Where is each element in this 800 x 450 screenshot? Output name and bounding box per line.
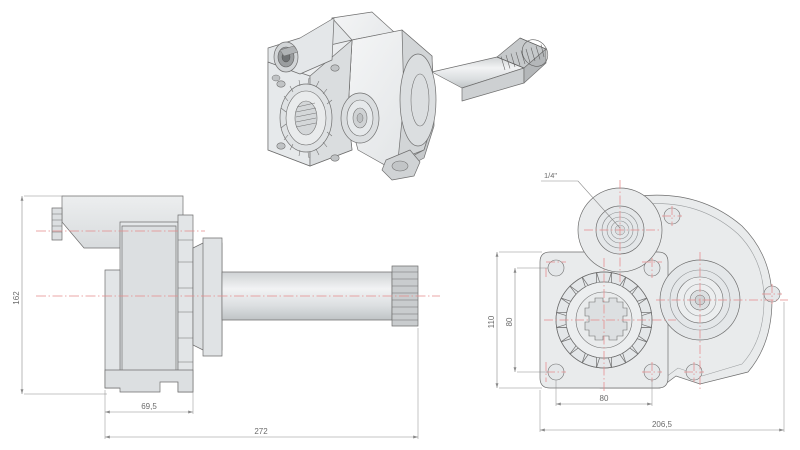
side-view-dimensions	[20, 195, 419, 439]
dim-side-total-length: 272	[254, 427, 268, 436]
iso-mounting-flange	[267, 39, 380, 167]
front-centerlines	[544, 180, 788, 392]
isometric-3d-view	[267, 11, 549, 181]
front-view-dimensions	[495, 251, 785, 432]
side-bottom-foot	[104, 369, 194, 393]
side-rear-flange	[177, 214, 194, 393]
iso-flange-bolts	[276, 64, 340, 162]
iso-upper-port	[267, 17, 335, 82]
dim-front-total-width: 206,5	[652, 420, 673, 429]
dim-front-bolt-spacing: 80	[600, 394, 609, 403]
dim-side-body-length: 69,5	[141, 402, 157, 411]
dim-side-height: 162	[12, 291, 21, 305]
iso-output-shaft	[431, 37, 549, 102]
side-port-fitting	[51, 207, 63, 241]
port-thread-callout	[541, 180, 621, 229]
iso-drive-gear	[279, 77, 333, 159]
dim-front-height-inner: 80	[505, 317, 514, 326]
side-centerlines	[36, 230, 440, 297]
iso-shaft-boss	[340, 92, 380, 144]
front-spline-bore	[584, 297, 628, 341]
iso-spline-bore	[294, 100, 318, 136]
dim-front-height-outer: 110	[487, 315, 496, 328]
callout-port-thread-label: 1/4"	[544, 171, 557, 180]
